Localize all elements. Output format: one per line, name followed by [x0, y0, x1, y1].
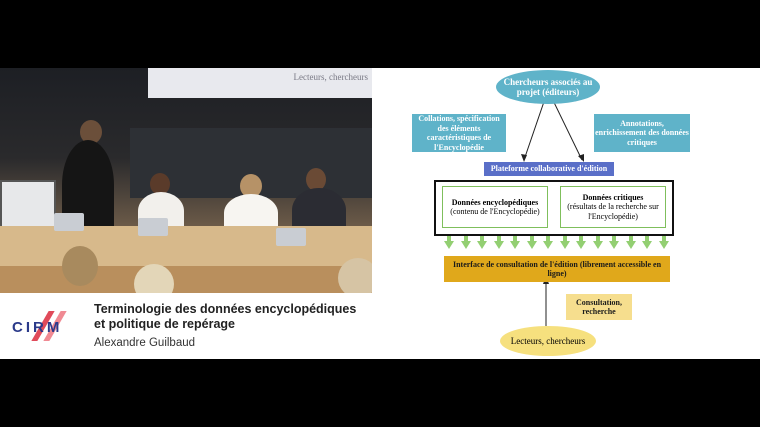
down-arrow-icon: [444, 241, 454, 249]
person-seated-3: [292, 188, 346, 232]
readers-oval: Lecteurs, chercheurs: [500, 326, 596, 356]
down-arrow-icon: [642, 241, 652, 249]
laptop-1: [54, 213, 84, 231]
person-seated-2: [224, 194, 278, 232]
laptop-3: [276, 228, 306, 246]
down-arrow-icon: [477, 241, 487, 249]
speaker-name: Alexandre Guilbaud: [94, 337, 196, 349]
down-arrow-icon: [645, 236, 649, 241]
researchers-oval: Chercheurs associés au projet (éditeurs): [496, 70, 600, 104]
down-arrow-icon: [658, 241, 669, 249]
down-arrow-icon: [612, 236, 616, 241]
person-seated-2-head: [240, 174, 262, 198]
logo-text: CIRM: [12, 319, 63, 336]
person-standing-head: [80, 120, 102, 144]
down-arrow-icon: [529, 236, 534, 241]
encyclopedic-data-box: Données encyclopédiques (contenu de l'En…: [442, 186, 548, 228]
down-arrow-icon: [526, 241, 537, 249]
down-arrow-icon: [447, 236, 451, 241]
down-arrow-icon: [661, 236, 666, 241]
down-arrow-icon: [562, 236, 567, 241]
down-arrow-icon: [546, 236, 550, 241]
speaker-video: Lecteurs, chercheurs: [0, 68, 372, 293]
video-frame: Lecteurs, chercheurs CIRM Terminologie d…: [0, 68, 760, 359]
audience-head-1: [62, 246, 98, 286]
down-arrow-icon: [592, 241, 603, 249]
down-arrow-icon: [609, 241, 619, 249]
consultation-box: Consultation, recherche: [566, 294, 632, 320]
interface-box: Interface de consultation de l'édition (…: [444, 256, 670, 282]
critical-data-sub: (résultats de la recherche sur l'Encyclo…: [567, 202, 659, 221]
down-arrow-icon: [595, 236, 600, 241]
laptop-2: [138, 218, 168, 236]
presentation-slide: Chercheurs associés au projet (éditeurs)…: [372, 68, 760, 359]
arrowhead-left: [521, 154, 527, 162]
talk-title: Terminologie des données encyclopédiques…: [94, 302, 357, 331]
audience-head-2: [134, 264, 174, 293]
annotations-box: Annotations, enrichissement des données …: [594, 114, 690, 152]
down-arrow-icon: [628, 236, 633, 241]
critical-data-box: Données critiques (résultats de la reche…: [560, 186, 666, 228]
down-arrow-icon: [463, 236, 468, 241]
projection-screen: Lecteurs, chercheurs: [148, 68, 372, 98]
down-arrow-icon: [460, 241, 471, 249]
down-arrow-icon: [576, 241, 586, 249]
monitor: [0, 180, 56, 230]
lower-third-caption: CIRM Terminologie des données encyclopéd…: [0, 293, 372, 359]
desk-front: [0, 266, 372, 293]
platform-box: Plateforme collaborative d'édition: [484, 162, 614, 176]
down-arrow-icon: [513, 236, 517, 241]
down-arrow-icon: [510, 241, 520, 249]
encyclopedic-data-title: Données encyclopédiques: [451, 197, 539, 207]
conference-table: [0, 226, 372, 266]
encyclopedic-data-sub: (contenu de l'Encyclopédie): [450, 207, 540, 216]
down-arrow-icon: [579, 236, 583, 241]
down-arrow-icon: [559, 241, 570, 249]
down-arrow-icon: [625, 241, 636, 249]
down-arrow-icon: [493, 241, 504, 249]
down-arrow-icon: [543, 241, 553, 249]
screen-text: Lecteurs, chercheurs: [293, 72, 368, 82]
collations-box: Collations, spécification des éléments c…: [412, 114, 506, 152]
cirm-logo: CIRM: [12, 309, 82, 345]
down-arrow-icon: [496, 236, 501, 241]
audience-head-3: [338, 258, 372, 293]
data-container: [434, 180, 674, 236]
down-arrow-icon: [480, 236, 484, 241]
arrowhead-right: [578, 154, 584, 162]
person-seated-1-head: [150, 173, 170, 195]
critical-data-title: Données critiques: [582, 192, 644, 202]
person-seated-3-head: [306, 168, 326, 191]
